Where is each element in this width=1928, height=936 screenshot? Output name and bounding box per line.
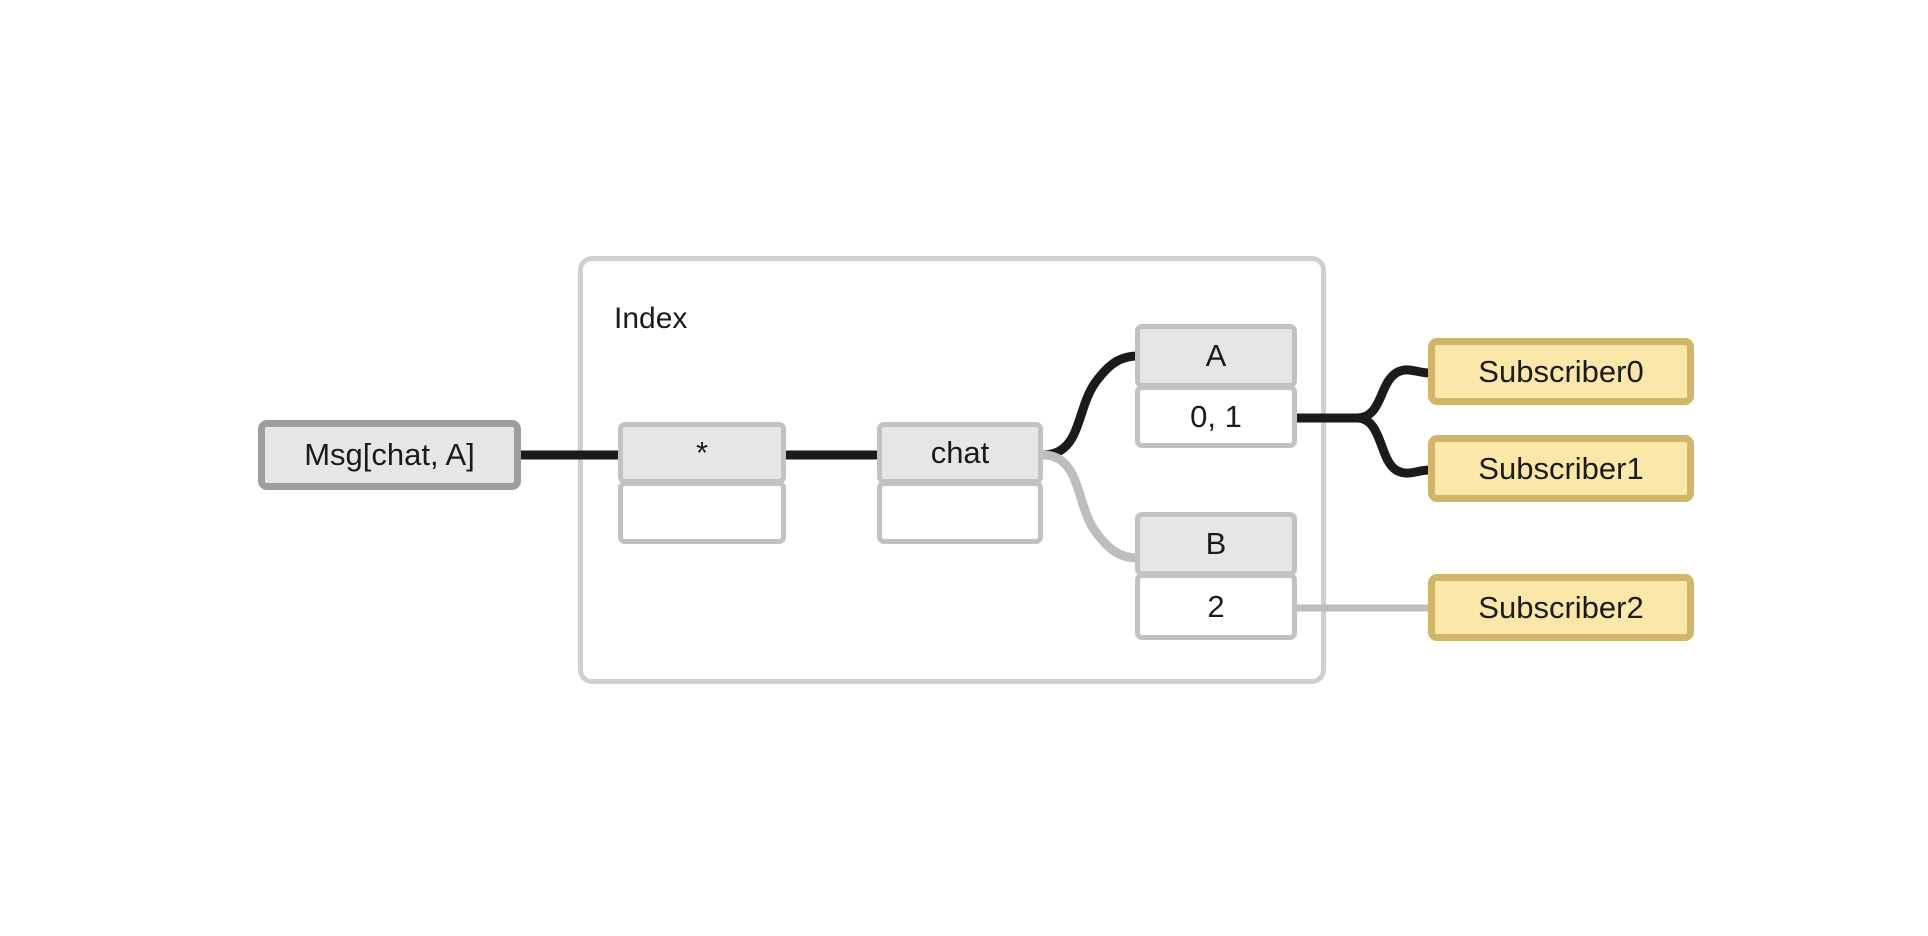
edge-a-to-subscriber1 bbox=[1352, 413, 1435, 478]
trie-node-a[interactable]: A 0, 1 bbox=[1135, 324, 1297, 448]
message-node[interactable]: Msg[chat, A] bbox=[258, 420, 521, 490]
subscriber-node-1[interactable]: Subscriber1 bbox=[1428, 435, 1694, 502]
trie-node-chat[interactable]: chat bbox=[877, 422, 1043, 544]
subscriber-node-2[interactable]: Subscriber2 bbox=[1428, 574, 1694, 641]
trie-node-chat-header[interactable]: chat bbox=[877, 422, 1043, 484]
trie-node-wildcard-header[interactable]: * bbox=[618, 422, 786, 484]
edge-a-to-subscriber0 bbox=[1352, 365, 1435, 423]
trie-node-a-body[interactable]: 0, 1 bbox=[1135, 385, 1297, 448]
subscriber-node-1-label: Subscriber1 bbox=[1478, 450, 1644, 486]
trie-node-wildcard-body[interactable] bbox=[618, 481, 786, 544]
trie-node-b[interactable]: B 2 bbox=[1135, 512, 1297, 640]
subscriber-node-0-label: Subscriber0 bbox=[1478, 353, 1644, 389]
subscriber-node-0[interactable]: Subscriber0 bbox=[1428, 338, 1694, 405]
trie-node-chat-body[interactable] bbox=[877, 481, 1043, 544]
subscriber-node-2-label: Subscriber2 bbox=[1478, 589, 1644, 625]
index-group-label: Index bbox=[614, 302, 688, 335]
message-node-label: Msg[chat, A] bbox=[304, 437, 475, 472]
trie-node-b-header[interactable]: B bbox=[1135, 512, 1297, 576]
trie-node-a-header[interactable]: A bbox=[1135, 324, 1297, 388]
trie-node-b-body[interactable]: 2 bbox=[1135, 573, 1297, 640]
trie-node-wildcard[interactable]: * bbox=[618, 422, 786, 544]
